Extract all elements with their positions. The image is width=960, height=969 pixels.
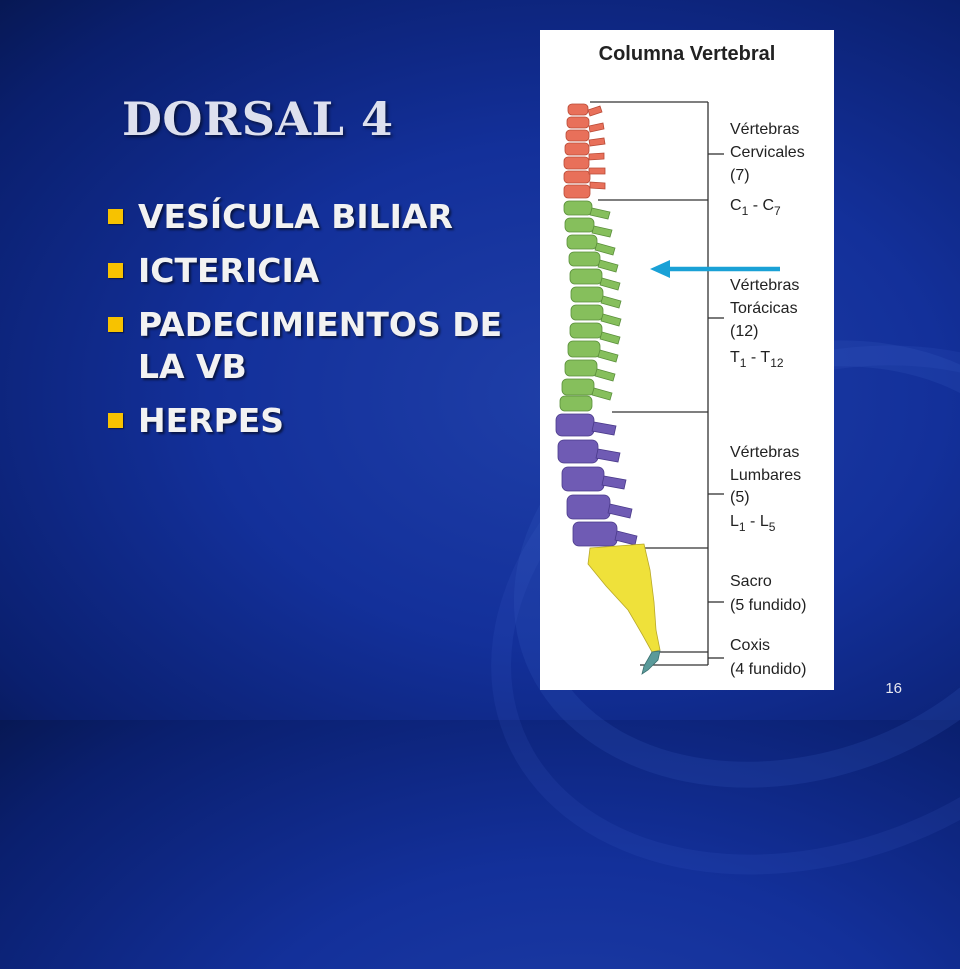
cervical-range: C1 - C7 — [730, 197, 781, 218]
bullet-list: VESÍCULA BILIAR ICTERICIA PADECIMIENTOS … — [108, 196, 528, 454]
bullet-square-icon — [108, 317, 123, 332]
cervical-vertebrae — [563, 103, 606, 199]
bullet-text: PADECIMIENTOS DE LA VB — [138, 305, 503, 386]
cervical-label-line3: (7) — [730, 167, 750, 184]
thoracic-vertebrae — [559, 200, 622, 412]
diagram-heading: Columna Vertebral — [599, 43, 776, 65]
lumbar-vertebrae — [555, 413, 638, 547]
thoracic-label-line2: Torácicas — [730, 300, 798, 317]
bullet-square-icon — [108, 413, 123, 428]
region-brackets — [590, 101, 724, 666]
bullet-item: ICTERICIA — [108, 250, 528, 292]
lumbar-label-line2: Lumbares — [730, 467, 801, 484]
lumbar-label-line1: Vértebras — [730, 444, 799, 461]
coccyx — [641, 650, 661, 675]
bullet-text: HERPES — [138, 401, 285, 440]
bullet-text: VESÍCULA BILIAR — [138, 197, 453, 236]
sacrum-label-line2: (5 fundido) — [730, 597, 807, 614]
lumbar-range: L1 - L5 — [730, 513, 776, 534]
bullet-square-icon — [108, 263, 123, 278]
sacrum — [587, 543, 661, 653]
cervical-label-line1: Vértebras — [730, 121, 799, 138]
thoracic-label-line1: Vértebras — [730, 277, 799, 294]
coccyx-label-line2: (4 fundido) — [730, 661, 807, 678]
coccyx-label-line1: Coxis — [730, 637, 770, 654]
lumbar-label-line3: (5) — [730, 489, 750, 506]
thoracic-label-line3: (12) — [730, 323, 758, 340]
bullet-item: VESÍCULA BILIAR — [108, 196, 528, 238]
bullet-item: HERPES — [108, 400, 528, 442]
cervical-label-line2: Cervicales — [730, 144, 805, 161]
slide-title: DORSAL 4 — [122, 92, 394, 146]
bullet-square-icon — [108, 209, 123, 224]
spine-diagram-panel: Columna Vertebral — [540, 30, 834, 690]
page-number: 16 — [885, 680, 902, 697]
region-labels: Vértebras Cervicales (7) C1 - C7 Vértebr… — [730, 121, 807, 678]
thoracic-range: T1 - T12 — [730, 349, 784, 370]
bullet-text: ICTERICIA — [138, 251, 320, 290]
sacrum-label-line1: Sacro — [730, 573, 772, 590]
spine-diagram: Columna Vertebral — [555, 43, 807, 678]
bullet-item: PADECIMIENTOS DE LA VB — [108, 304, 528, 388]
